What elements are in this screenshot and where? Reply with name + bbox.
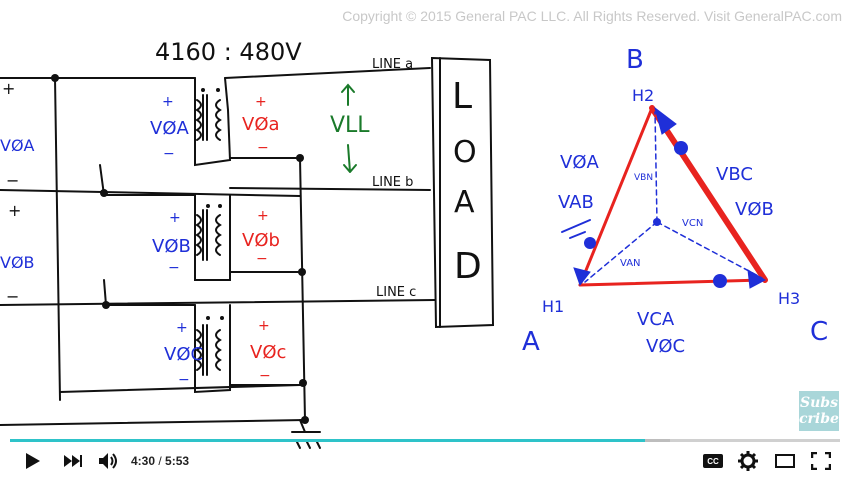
primary-c-label: VØC bbox=[164, 344, 203, 365]
secondary-a-label: VØa bbox=[242, 114, 280, 135]
svg-text:+: + bbox=[2, 79, 15, 98]
transformer-labels: LINE a LINE b LINE c L O A D VLL VØA VØB… bbox=[0, 57, 482, 388]
left-edge-a-label: VØA bbox=[0, 136, 35, 155]
load-letter-a: A bbox=[454, 185, 475, 220]
play-icon bbox=[26, 453, 40, 469]
volume-button[interactable] bbox=[96, 450, 122, 472]
time-display: 4:30 / 5:53 bbox=[131, 454, 189, 468]
progress-played bbox=[10, 439, 645, 442]
corner-b-label: B bbox=[626, 45, 644, 75]
terminal-h1-label: H1 bbox=[542, 297, 564, 316]
settings-button[interactable] bbox=[737, 450, 759, 472]
svg-text:+: + bbox=[8, 201, 21, 220]
svg-text:+: + bbox=[255, 94, 267, 110]
svg-text:CC: CC bbox=[707, 457, 719, 466]
side-vca-label: VCA bbox=[637, 309, 675, 330]
fullscreen-icon bbox=[811, 452, 831, 470]
line-b-label: LINE b bbox=[372, 175, 413, 190]
svg-text:+: + bbox=[176, 320, 188, 336]
volume-icon bbox=[99, 453, 117, 469]
subscribe-line-2: cribe bbox=[799, 411, 839, 427]
next-icon bbox=[64, 455, 82, 467]
svg-text:+: + bbox=[169, 210, 181, 226]
svg-text:−: − bbox=[257, 140, 269, 156]
duration: 5:53 bbox=[165, 454, 190, 468]
subscribe-line-1: Subs bbox=[800, 395, 838, 411]
svg-text:−: − bbox=[256, 251, 268, 267]
captions-button[interactable]: CC bbox=[702, 450, 724, 472]
side-vbc-label: VBC bbox=[716, 164, 753, 185]
svg-text:−: − bbox=[6, 287, 19, 306]
corner-c-label: C bbox=[810, 317, 828, 347]
svg-text:−: − bbox=[168, 260, 180, 276]
delta-labels: B A C H2 H1 H3 VØA VAB VBC VØB VCA VØC V… bbox=[522, 45, 828, 357]
load-letter-d: D bbox=[454, 246, 482, 287]
svg-text:−: − bbox=[6, 171, 19, 190]
theater-icon bbox=[775, 454, 795, 468]
side-vphib-label: VØB bbox=[735, 199, 774, 220]
svg-text:+: + bbox=[257, 208, 269, 224]
primary-a-label: VØA bbox=[150, 118, 189, 139]
delta-diagram bbox=[561, 105, 768, 289]
terminal-h2-label: H2 bbox=[632, 86, 654, 105]
load-letter-o: O bbox=[453, 135, 477, 170]
left-edge-b-label: VØB bbox=[0, 253, 35, 272]
transformer-diagram: 4160 : 480V bbox=[0, 38, 495, 449]
load-box bbox=[430, 56, 495, 329]
load-letter-l: L bbox=[452, 76, 472, 117]
inner-vcn-label: VCN bbox=[682, 218, 703, 229]
svg-text:+: + bbox=[162, 94, 174, 110]
fullscreen-button[interactable] bbox=[809, 450, 833, 472]
play-button[interactable] bbox=[20, 450, 44, 472]
side-vphic-label: VØC bbox=[646, 336, 685, 357]
time-separator: / bbox=[155, 454, 166, 468]
progress-bar[interactable] bbox=[10, 439, 840, 442]
theater-mode-button[interactable] bbox=[773, 450, 797, 472]
rating-label: 4160 : 480V bbox=[155, 38, 302, 66]
vll-label: VLL bbox=[330, 113, 370, 138]
copyright-notice: Copyright © 2015 General PAC LLC. All Ri… bbox=[342, 8, 842, 24]
subscribe-button[interactable]: Subs cribe bbox=[799, 391, 839, 431]
corner-a-label: A bbox=[522, 327, 540, 357]
svg-text:+: + bbox=[258, 318, 270, 334]
line-c-label: LINE c bbox=[376, 285, 416, 300]
terminal-h3-label: H3 bbox=[778, 289, 800, 308]
video-player-controls: 4:30 / 5:53 CC bbox=[0, 432, 850, 480]
side-vphia-label: VØA bbox=[560, 152, 599, 173]
svg-text:−: − bbox=[259, 368, 271, 384]
primary-b-label: VØB bbox=[152, 236, 191, 257]
inner-van-label: VAN bbox=[620, 258, 641, 269]
settings-icon bbox=[738, 451, 758, 471]
progress-buffered bbox=[644, 439, 670, 442]
svg-text:−: − bbox=[163, 146, 175, 162]
secondary-c-label: VØc bbox=[250, 342, 286, 363]
captions-icon: CC bbox=[703, 454, 723, 468]
inner-vbn-label: VBN bbox=[634, 173, 653, 183]
side-vab-label: VAB bbox=[558, 192, 594, 213]
svg-text:−: − bbox=[178, 372, 190, 388]
secondary-b-label: VØb bbox=[242, 230, 280, 251]
next-button[interactable] bbox=[60, 450, 86, 472]
line-a-label: LINE a bbox=[372, 57, 413, 72]
current-time: 4:30 bbox=[131, 454, 156, 468]
